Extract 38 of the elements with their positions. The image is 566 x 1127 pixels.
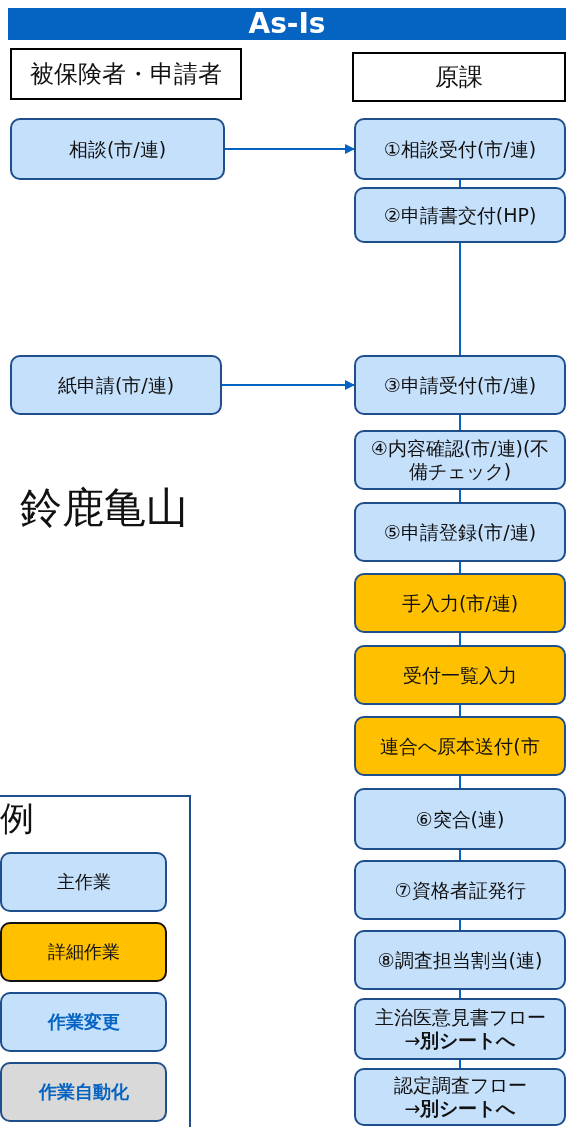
connector-line — [459, 1059, 461, 1069]
process-box: 主治医意見書フロー→別シートへ — [354, 998, 566, 1060]
process-box: ⑦資格者証発行 — [354, 860, 566, 920]
process-box: ①相談受付(市/連) — [354, 118, 566, 180]
title-banner: As-Is — [8, 8, 566, 40]
connector-line — [459, 849, 461, 861]
lane-header: 原課 — [352, 52, 566, 102]
connector-line — [459, 179, 461, 188]
process-box: 認定調査フロー→別シートへ — [354, 1068, 566, 1126]
connector-line — [459, 561, 461, 574]
arrow — [224, 144, 355, 154]
connector-line — [459, 414, 461, 431]
connector-line — [459, 242, 461, 356]
process-box: ④内容確認(市/連)(不備チェック) — [354, 430, 566, 490]
connector-line — [459, 919, 461, 931]
connector-line — [459, 489, 461, 503]
region-name: 鈴鹿亀山 — [20, 482, 188, 534]
lane-header: 被保険者・申請者 — [10, 48, 242, 100]
process-box: ③申請受付(市/連) — [354, 355, 566, 415]
legend-swatch: 主作業 — [0, 852, 167, 912]
process-box: ⑧調査担当割当(連) — [354, 930, 566, 990]
process-box: ②申請書交付(HP) — [354, 187, 566, 243]
connector-line — [459, 775, 461, 789]
connector-line — [459, 632, 461, 646]
process-box: 連合へ原本送付(市 — [354, 716, 566, 776]
process-box: ⑤申請登録(市/連) — [354, 502, 566, 562]
legend-swatch: 作業自動化 — [0, 1062, 167, 1122]
process-box: 相談(市/連) — [10, 118, 225, 180]
process-box: 手入力(市/連) — [354, 573, 566, 633]
process-box: 受付一覧入力 — [354, 645, 566, 705]
legend-title: 例 — [0, 800, 34, 838]
process-box: ⑥突合(連) — [354, 788, 566, 850]
arrow — [221, 380, 355, 390]
process-box: 紙申請(市/連) — [10, 355, 222, 415]
connector-line — [459, 704, 461, 717]
connector-line — [459, 989, 461, 999]
legend-swatch: 詳細作業 — [0, 922, 167, 982]
legend-swatch: 作業変更 — [0, 992, 167, 1052]
